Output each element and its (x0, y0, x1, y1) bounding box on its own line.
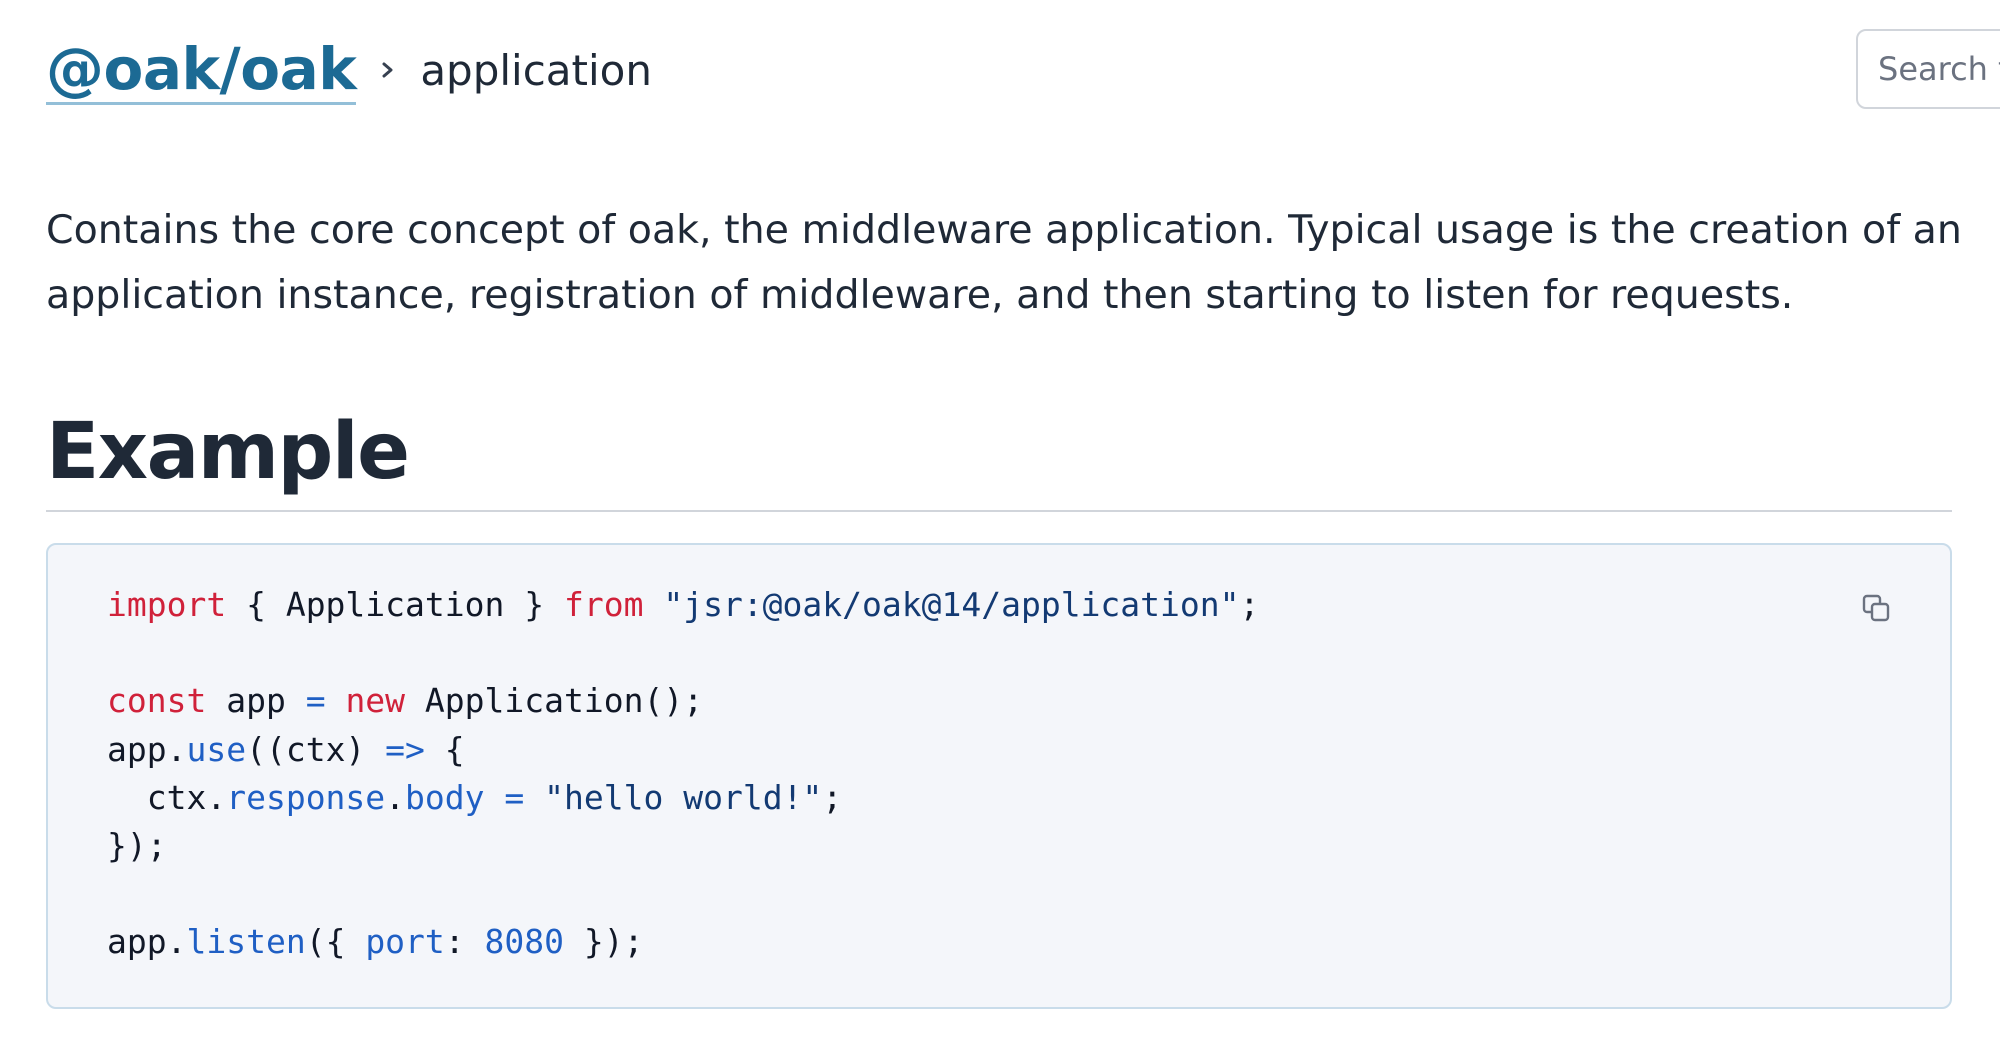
search-field[interactable] (1856, 29, 2000, 109)
code-token-plain (326, 681, 346, 720)
code-line: ctx.response.body = "hello world!"; (107, 774, 1259, 822)
chevron-right-icon (378, 56, 398, 84)
breadcrumb: @oak/oak application (46, 30, 652, 110)
code-token-plain: . (385, 777, 406, 817)
code-token-plain: ({ (305, 922, 366, 962)
code-token-num: 8080 (484, 922, 565, 962)
code-token-plain: : (444, 922, 485, 962)
search-input[interactable] (1878, 50, 2000, 88)
code-token-plain: ((ctx) (246, 729, 386, 769)
code-token-plain: { Application } (226, 585, 564, 624)
code-token-plain: ; (1239, 585, 1260, 624)
code-token-op: = (504, 777, 525, 817)
copy-code-button[interactable] (1856, 588, 1896, 628)
code-token-plain: app. (107, 729, 187, 769)
code-token-plain: { (424, 729, 465, 769)
code-token-plain: Application(); (405, 681, 704, 721)
module-description: Contains the core concept of oak, the mi… (46, 207, 1962, 318)
code-line: app.use((ctx) => { (107, 726, 1259, 774)
code-line (107, 629, 1259, 677)
code-line (107, 870, 1259, 918)
code-token-plain (643, 585, 663, 624)
code-token-plain: app (206, 681, 306, 721)
code-example-block: import { Application } from "jsr:@oak/oa… (46, 543, 1952, 1009)
breadcrumb-package-link[interactable]: @oak/oak (46, 34, 357, 105)
code-token-plain (524, 778, 544, 817)
code-token-plain: app. (107, 922, 187, 962)
section-divider (46, 510, 1952, 512)
code-token-prop: response (226, 777, 386, 817)
code-token-str: "jsr:@oak/oak@14/application" (663, 585, 1240, 624)
code-token-kw: const (107, 681, 207, 721)
code-token-prop: listen (186, 922, 306, 962)
breadcrumb-current: application (420, 45, 652, 95)
section-title-example: Example (46, 407, 410, 497)
code-line: const app = new Application(); (107, 677, 1259, 725)
code-token-prop: use (186, 729, 247, 769)
code-content[interactable]: import { Application } from "jsr:@oak/oa… (107, 581, 1259, 967)
copy-icon (1862, 594, 1890, 622)
code-token-plain: ctx. (107, 777, 227, 817)
code-line: import { Application } from "jsr:@oak/oa… (107, 581, 1259, 629)
code-token-kw: new (345, 681, 406, 721)
code-token-str: "hello world!" (544, 777, 823, 817)
code-token-kw: from (563, 585, 644, 624)
code-token-prop: port (365, 922, 445, 962)
code-token-op: = (305, 681, 326, 721)
code-line: app.listen({ port: 8080 }); (107, 918, 1259, 966)
code-token-prop: body (405, 777, 485, 817)
code-token-plain: }); (107, 825, 167, 865)
code-token-plain: ; (822, 777, 843, 817)
code-token-op: => (385, 729, 425, 769)
code-line: }); (107, 822, 1259, 870)
code-token-plain (485, 778, 505, 817)
code-token-plain: }); (564, 922, 644, 962)
code-token-kw: import (107, 585, 227, 624)
